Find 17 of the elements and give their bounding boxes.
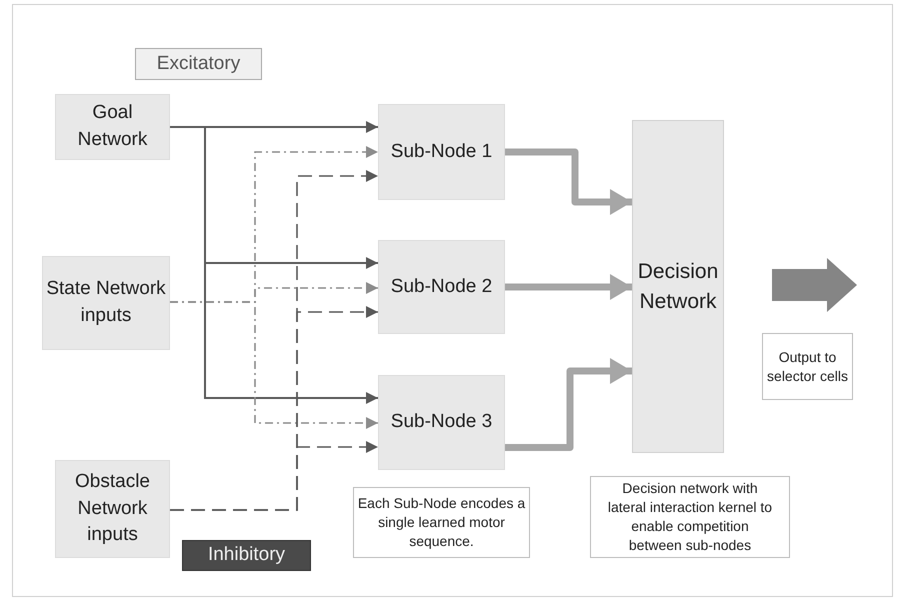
process-box: Sub-Node 2 <box>378 240 505 334</box>
tag-box: Excitatory <box>135 48 262 80</box>
arrow <box>505 358 632 451</box>
note-box: Decision network with lateral interaction kernel to enable competition between sub-nodes <box>590 476 790 558</box>
process-box: Sub-Node 1 <box>378 104 505 200</box>
process-box: Decision Network <box>632 120 724 453</box>
input-box: Obstacle Network inputs <box>55 460 170 558</box>
process-box: Sub-Node 3 <box>378 375 505 470</box>
input-box: State Network inputs <box>42 256 170 350</box>
note-box: Output to selector cells <box>762 333 853 400</box>
arrow <box>505 274 632 300</box>
input-box: Goal Network <box>55 94 170 160</box>
arrow <box>170 301 378 429</box>
arrow <box>170 441 378 511</box>
tag-box: Inhibitory <box>182 540 311 571</box>
note-box: Each Sub-Node encodes a single learned motor sequence. <box>353 487 530 558</box>
arrow <box>505 148 632 215</box>
